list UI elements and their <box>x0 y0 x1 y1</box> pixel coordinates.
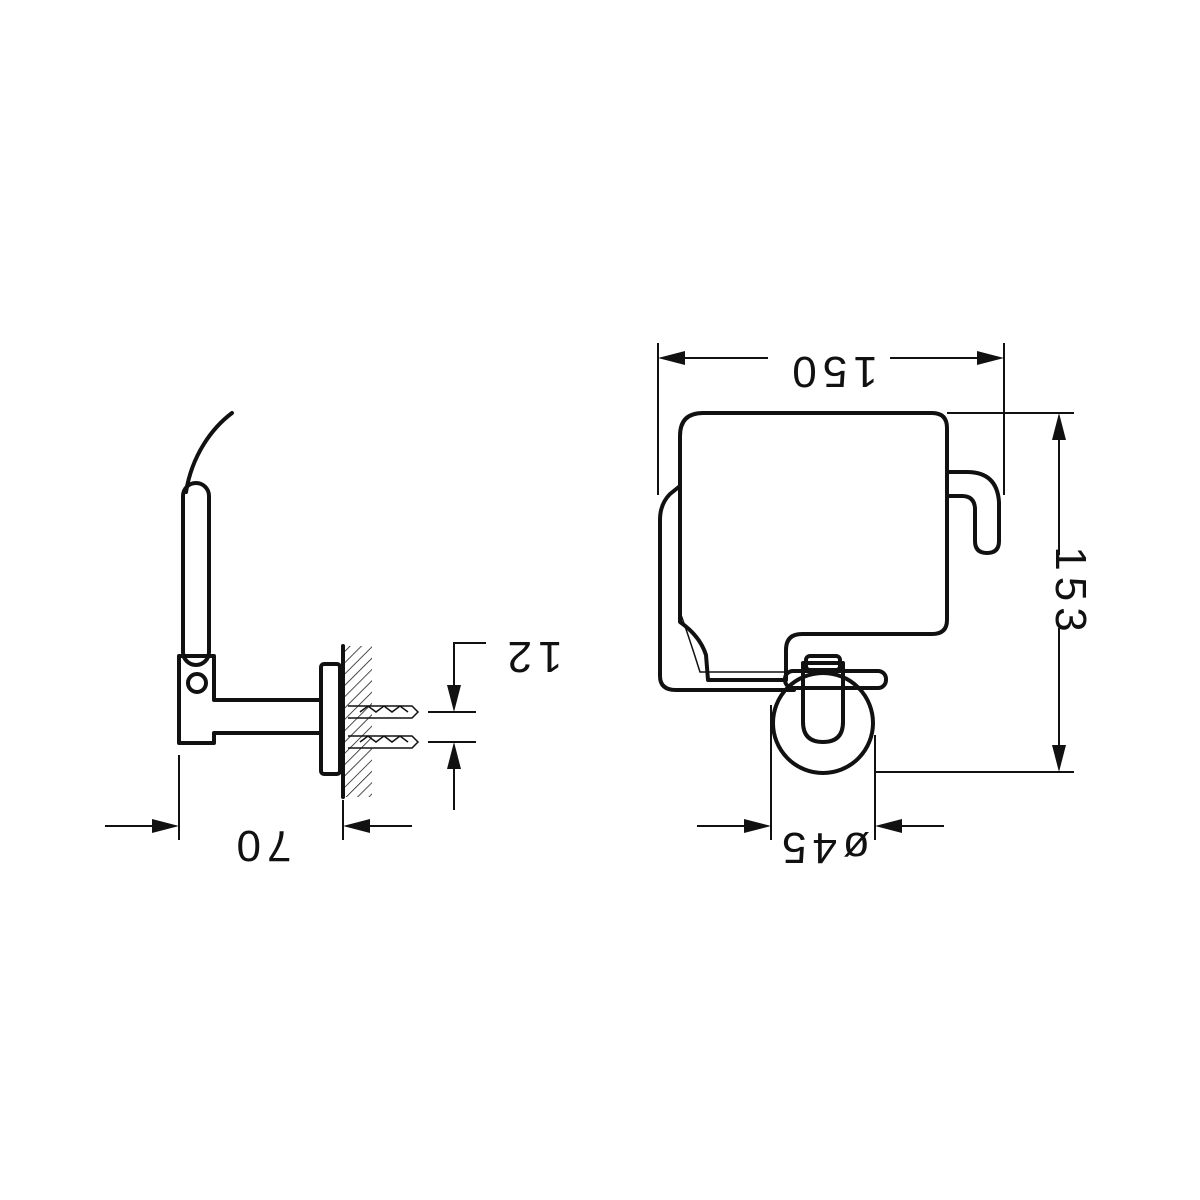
dim-width: 150 <box>657 343 1005 495</box>
roll-hook <box>945 470 1001 555</box>
side-view: 70 12 <box>105 411 562 870</box>
dim-rosette-diameter-label: ø45 <box>776 823 870 872</box>
dim-height-label: 153 <box>1046 546 1095 637</box>
dim-depth-label: 70 <box>231 821 292 870</box>
holder-bracket <box>177 654 323 745</box>
dim-fixing-spacing: 12 <box>428 632 562 810</box>
dim-height: 153 <box>876 412 1095 773</box>
holder-frame-inner <box>679 611 794 673</box>
cover-flap-curve <box>184 411 234 494</box>
dim-width-label: 150 <box>786 347 877 396</box>
holder-frame <box>658 484 796 692</box>
pivot-cap <box>804 654 842 672</box>
cover-plate <box>678 411 949 682</box>
front-view: 150 153 ø45 <box>657 343 1095 872</box>
pivot-pin-icon <box>186 672 208 694</box>
holder-arm <box>181 481 211 667</box>
dim-depth: 70 <box>105 755 412 870</box>
dim-rosette-diameter: ø45 <box>697 705 944 872</box>
wall-plugs <box>348 705 420 749</box>
wall-hatching <box>345 646 372 797</box>
pivot-body <box>801 661 845 744</box>
wall-rosette <box>319 662 342 776</box>
dim-fixing-spacing-label: 12 <box>502 632 563 681</box>
